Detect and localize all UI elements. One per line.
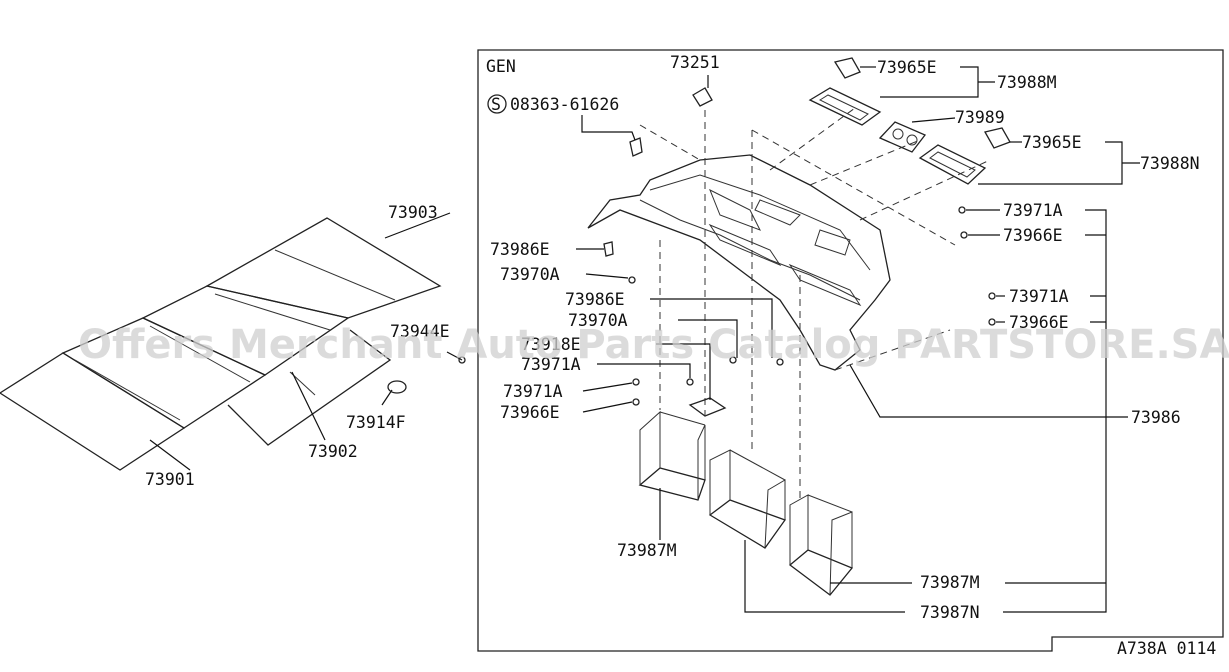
label-73989: 73989 — [955, 108, 1005, 127]
label-73251: 73251 — [670, 53, 720, 72]
label-73903: 73903 — [388, 203, 438, 222]
leader-73914F — [381, 389, 393, 406]
label-73966E-l: 73966E — [500, 403, 560, 422]
headliner-panels — [0, 217, 442, 471]
storage-box-73987M-left — [638, 410, 706, 501]
speaker-grille-73988M — [808, 87, 882, 126]
label-73970A-l1: 73970A — [500, 265, 560, 284]
label-73914F: 73914F — [346, 413, 406, 432]
label-73986E-l1: 73986E — [490, 240, 550, 259]
label-73965E-top: 73965E — [877, 58, 937, 77]
label-73971A-r2: 73971A — [1009, 287, 1069, 306]
label-73970A-l2: 73970A — [568, 311, 628, 330]
speaker-grille-73988N — [918, 144, 987, 185]
storage-box-73987N — [708, 449, 787, 549]
parcel-shelf — [587, 154, 891, 371]
screw-08363 — [629, 137, 643, 157]
diagram-frame — [477, 49, 1224, 652]
fasteners-left — [603, 241, 784, 417]
leader-73902 — [291, 371, 326, 441]
label-73988N: 73988N — [1140, 154, 1200, 173]
label-73902: 73902 — [308, 442, 358, 461]
clip-73965E-mid — [984, 127, 1011, 149]
label-73987M-left: 73987M — [617, 541, 677, 560]
label-08363-61626: 08363-61626 — [510, 95, 619, 114]
bracket-73251 — [692, 87, 713, 107]
label-73918E: 73918E — [521, 335, 581, 354]
leader-73901 — [149, 439, 191, 471]
label-73971A-l1: 73971A — [521, 355, 581, 374]
label-73944E: 73944E — [390, 322, 450, 341]
clip-73965E-top — [833, 57, 861, 79]
frame-label: GEN — [486, 57, 516, 76]
leader-73903 — [384, 212, 451, 239]
label-73987N: 73987N — [920, 603, 980, 622]
label-73966E-r2: 73966E — [1009, 313, 1069, 332]
label-73971A-r1: 73971A — [1003, 201, 1063, 220]
label-73971A-l2: 73971A — [503, 382, 563, 401]
clip-73914F — [387, 380, 407, 394]
label-73965E-mid: 73965E — [1022, 133, 1082, 152]
label-73986: 73986 — [1131, 408, 1181, 427]
footer-code: A738A 0114 — [1117, 639, 1216, 658]
watermark: Offers Merchant Auto Parts Catalog PARTS… — [78, 322, 1229, 368]
storage-box-73987M-right — [788, 494, 854, 596]
fasteners-right — [958, 206, 996, 326]
label-73966E-r1: 73966E — [1003, 226, 1063, 245]
screw-symbol — [487, 94, 507, 114]
label-73901: 73901 — [145, 470, 195, 489]
label-73987M-right: 73987M — [920, 573, 980, 592]
label-73988M: 73988M — [997, 73, 1057, 92]
screw-symbol-letter: S — [491, 95, 501, 114]
label-73986E-l2: 73986E — [565, 290, 625, 309]
